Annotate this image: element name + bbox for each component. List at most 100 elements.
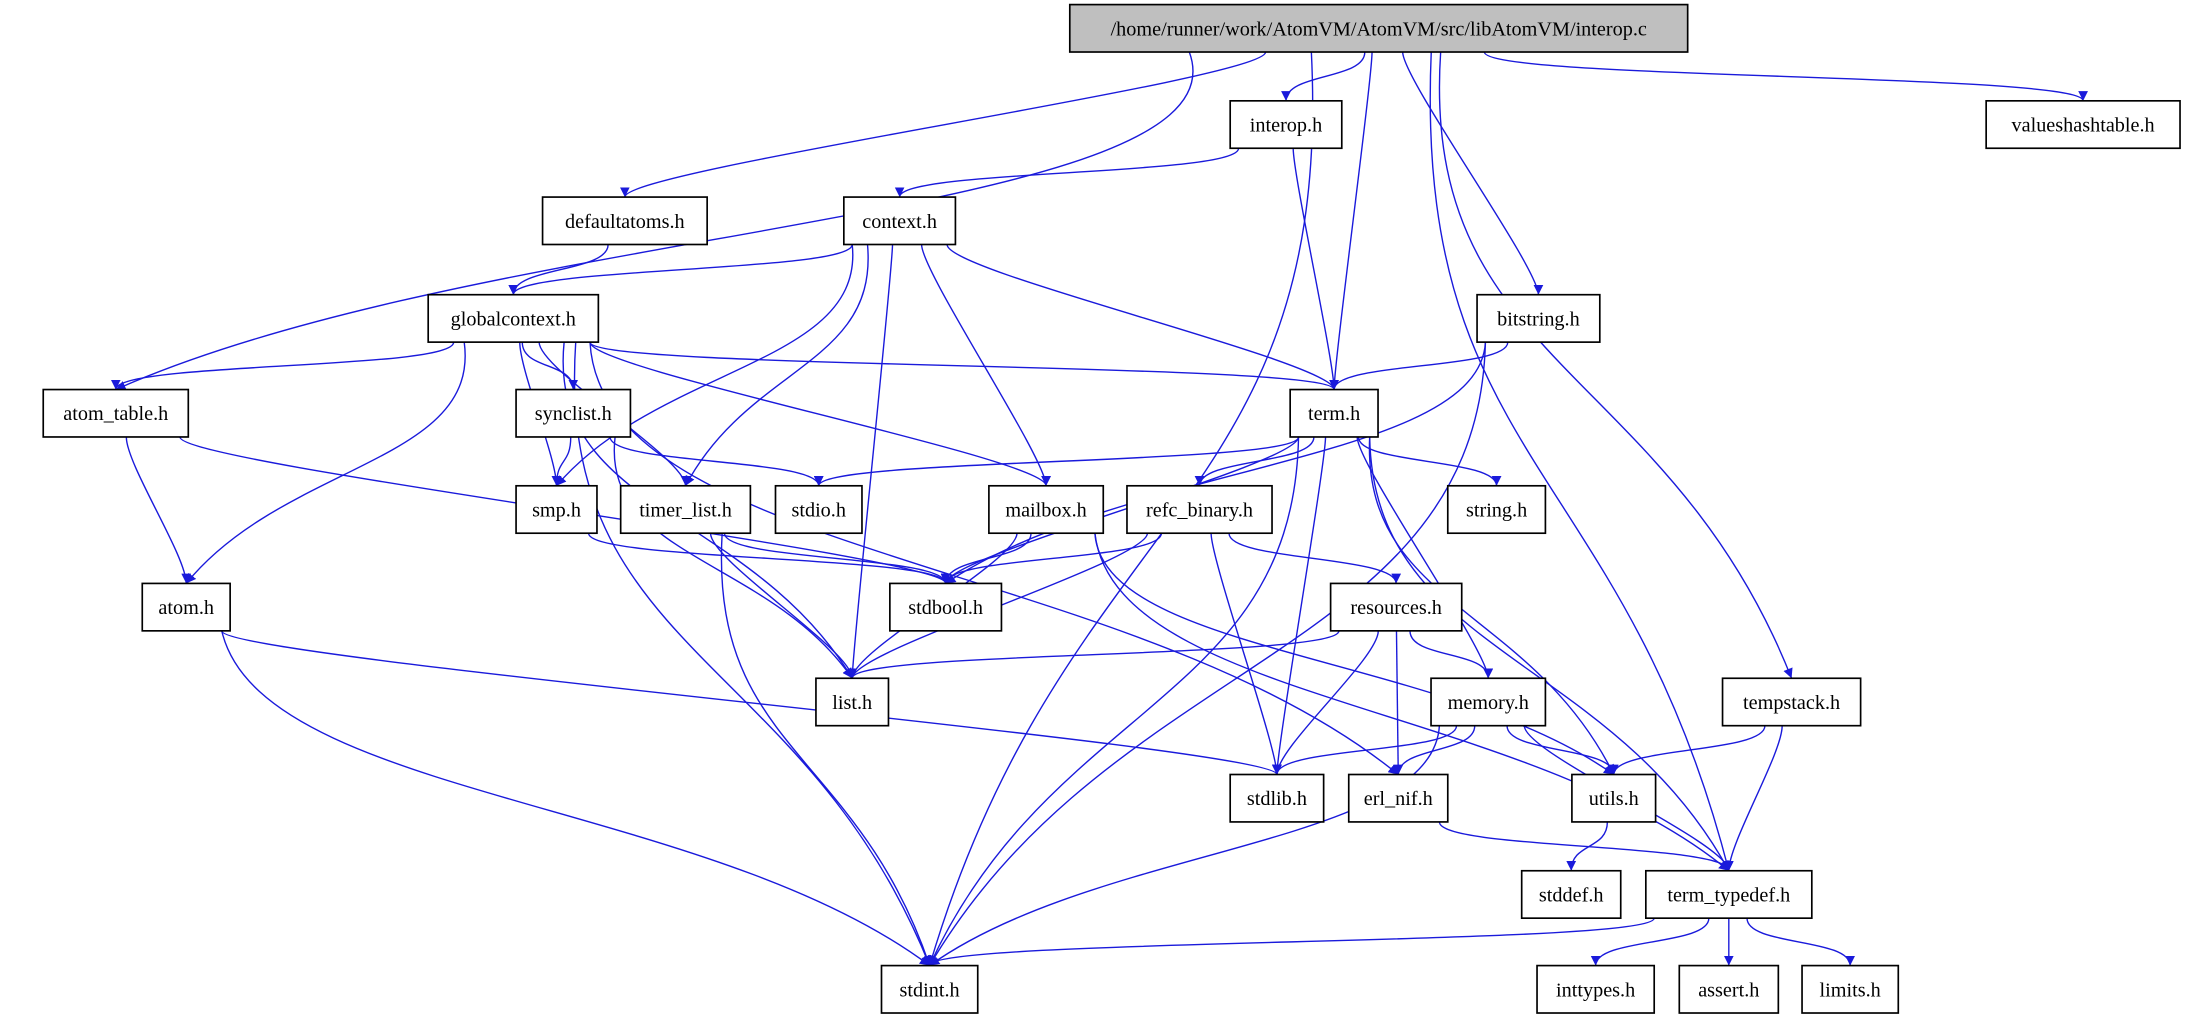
edge-line (1401, 51, 1544, 295)
node-atom-table-h[interactable]: atom_table.h (42, 388, 190, 438)
edge-line (1228, 533, 1401, 584)
edge-erl_nif_h-to-term_typedef_h (1438, 821, 1734, 872)
edge-resources_h-to-stdlib_h (1272, 630, 1379, 775)
edge-bitstring_h-to-term_h (1329, 341, 1509, 390)
edge-line (620, 51, 1267, 198)
edge-line (1438, 51, 1793, 679)
node-resources-h[interactable]: resources.h (1329, 582, 1463, 632)
node-label: stdlib.h (1247, 788, 1307, 810)
node-string-h[interactable]: string.h (1446, 484, 1547, 535)
node-context-h[interactable]: context.h (842, 196, 957, 246)
node-valueshashtable-h[interactable]: valueshashtable.h (1985, 99, 2181, 150)
node-box (141, 582, 231, 632)
node-stdbool-h[interactable]: stdbool.h (889, 582, 1003, 632)
node-box (515, 484, 598, 535)
node-box (880, 964, 979, 1014)
node-limits-h[interactable]: limits.h (1801, 964, 1900, 1014)
node-box (1476, 293, 1601, 343)
edge-line (521, 342, 579, 390)
node-defaultatoms-h[interactable]: defaultatoms.h (541, 196, 708, 246)
edge-line (847, 244, 894, 679)
edge-atom_h-to-stdint_h (221, 630, 931, 967)
node-tempstack-h[interactable]: tempstack.h (1721, 677, 1862, 727)
edge-memory_h-to-stdint_h (929, 725, 1441, 967)
edge-line (221, 630, 1282, 776)
edge-line (946, 244, 1339, 390)
node-label: defaultatoms.h (565, 211, 685, 233)
edge-line (1272, 630, 1379, 775)
node-box (1678, 964, 1780, 1014)
node-memory-h[interactable]: memory.h (1430, 677, 1547, 727)
node-erl-nif-h[interactable]: erl_nif.h (1347, 773, 1449, 823)
node-bitstring-h[interactable]: bitstring.h (1476, 293, 1601, 343)
node-box (619, 484, 752, 535)
node-assert-h[interactable]: assert.h (1678, 964, 1780, 1014)
edge-line (1357, 436, 1502, 486)
node-stddef-h[interactable]: stddef.h (1520, 869, 1622, 920)
edge-line (894, 147, 1240, 198)
node-box (889, 582, 1003, 632)
edge-interop_c-to-interop_h (1281, 51, 1366, 101)
node-refc-binary-h[interactable]: refc_binary.h (1126, 484, 1273, 535)
edge-globalcontext_h-to-synclist_h (521, 342, 579, 390)
node-box (1721, 677, 1862, 727)
node-box (1430, 677, 1547, 727)
node-box (1329, 582, 1463, 632)
edge-resources_h-to-memory_h (1409, 630, 1494, 679)
node-stdint-h[interactable]: stdint.h (880, 964, 979, 1014)
edge-line (1723, 725, 1783, 871)
edge-term_h-to-stdint_h (928, 436, 1300, 966)
node-box (515, 388, 632, 438)
edge-globalcontext_h-to-term_h (589, 341, 1339, 391)
edge-timer_list_h-to-stdint_h (720, 533, 932, 966)
edge-line (814, 436, 1300, 487)
edge-term_typedef_h-to-stdint_h (924, 917, 1655, 967)
node-label: stdbool.h (908, 597, 983, 619)
node-box (1536, 964, 1656, 1014)
node-stdio-h[interactable]: stdio.h (774, 484, 863, 535)
node-label: stdint.h (900, 979, 960, 1001)
node-atom-h[interactable]: atom.h (141, 582, 231, 632)
edge-synclist_h-to-smp_h (551, 436, 572, 486)
node-label: globalcontext.h (451, 308, 576, 330)
node-box (1571, 773, 1657, 823)
node-label: string.h (1466, 499, 1527, 521)
node-smp-h[interactable]: smp.h (515, 484, 598, 535)
edge-context_h-to-smp_h (555, 244, 854, 487)
node-utils-h[interactable]: utils.h (1571, 773, 1657, 823)
node-timer-list-h[interactable]: timer_list.h (619, 484, 752, 535)
edge-line (1590, 918, 1710, 966)
edge-line (920, 244, 1051, 486)
node-term-h[interactable]: term.h (1289, 388, 1379, 438)
edge-mailbox_h-to-utils_h (1094, 533, 1615, 776)
node-globalcontext-h[interactable]: globalcontext.h (427, 293, 600, 343)
edge-interop_c-to-valueshashtable_h (1483, 51, 2088, 102)
node-list-h[interactable]: list.h (815, 677, 890, 727)
edge-line (1194, 436, 1315, 486)
edge-line (723, 532, 951, 584)
node-label: stddef.h (1539, 884, 1604, 906)
edge-line (1356, 436, 1494, 679)
edge-line (551, 436, 572, 486)
edge-memory_h-to-stdlib_h (1272, 725, 1458, 775)
edge-line (684, 244, 869, 487)
node-interop-c[interactable]: /home/runner/work/AtomVM/AtomVM/src/libA… (1068, 3, 1689, 53)
node-label: atom.h (158, 597, 214, 619)
node-label: resources.h (1350, 597, 1442, 619)
edge-line (1272, 436, 1327, 775)
edge-context_h-to-list_h (847, 244, 894, 679)
node-synclist-h[interactable]: synclist.h (515, 388, 632, 438)
edge-line (924, 917, 1655, 967)
node-box (1446, 484, 1547, 535)
edge-line (1393, 630, 1404, 775)
node-stdlib-h[interactable]: stdlib.h (1229, 773, 1325, 823)
node-inttypes-h[interactable]: inttypes.h (1536, 964, 1656, 1014)
node-label: interop.h (1250, 115, 1322, 137)
node-term-typedef-h[interactable]: term_typedef.h (1644, 869, 1813, 920)
edge-globalcontext_h-to-stdint_h (573, 342, 931, 966)
edge-term_h-to-string_h (1357, 436, 1502, 486)
node-label: utils.h (1589, 788, 1639, 810)
node-interop-h[interactable]: interop.h (1229, 99, 1343, 150)
node-mailbox-h[interactable]: mailbox.h (988, 484, 1105, 535)
